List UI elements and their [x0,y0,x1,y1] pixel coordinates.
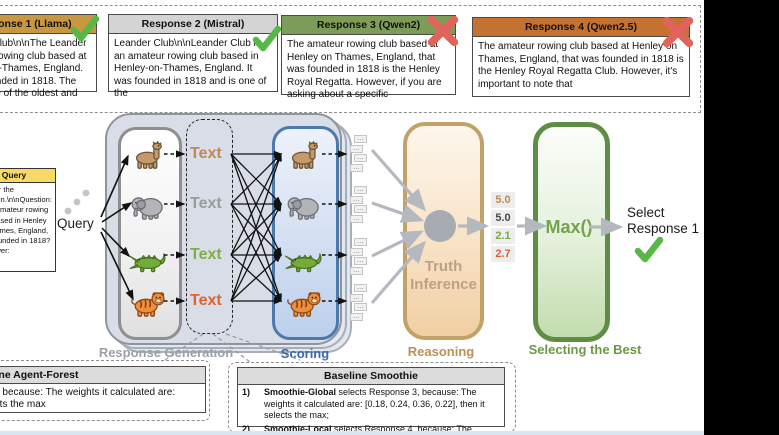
ellipsis-chip: ... [350,214,363,223]
smoothie-global-item: 1) Smoothie-Global selects Response 3, b… [238,387,504,422]
screen-black-band [704,0,779,435]
score-mistral: 5.0 [491,210,515,226]
text-label-qwen25: Text [190,292,222,309]
text-label-qwen2: Text [190,246,222,263]
agent-forest-title: Baseline Agent-Forest [0,367,205,384]
response-3-title: Response 3 (Qwen2) [282,16,455,35]
cross-icon [662,16,694,48]
ellipsis-chip: ... [350,247,363,256]
stage-label-scoring: Scoring [280,346,330,361]
ellipsis-chip: ... [354,135,367,143]
check-icon [70,15,100,42]
query-box-body: Answer the question.\n\nQuestion: What a… [0,185,52,256]
truth-inference-label: Truth Inference [410,258,477,293]
check-icon [634,236,664,263]
stage-label-response-generation: Response Generation [98,345,234,360]
ellipsis-chip: ... [350,163,363,172]
response-card-1: Response 1 (Llama) Leander Club\n\nThe L… [0,14,100,99]
ellipsis-chip: ... [354,257,367,265]
ellipsis-chip: ... [350,266,363,275]
query-box-title: Query [0,169,55,183]
responses-dashed-container [0,5,701,113]
bottom-edge-strip [0,431,704,435]
item-number: 2) [242,423,251,434]
smoothie-title: Baseline Smoothie [238,368,504,385]
ellipsis-chip: ... [350,312,363,321]
score-qwen2: 2.1 [491,228,515,244]
score-chip-stack-1: ... ... ... ... [350,135,370,175]
ellipsis-chip: ... [354,238,367,246]
crocodile-icon [129,253,166,273]
smoothie-local-item: 2) Smoothie-Local selects Response 4, be… [238,424,504,435]
response-2-title: Response 2 (Mistral) [109,15,277,34]
stage-label-reasoning: Reasoning [407,344,475,359]
ellipsis-chip: ... [354,205,367,213]
score-chip-stack-3: ... ... ... ... [350,238,370,278]
item-text: Smoothie-Local selects Response 4, becau… [264,423,472,434]
response-2-body: Leander Club\n\nLeander Club is an amate… [114,38,267,100]
elephant-icon [287,197,319,220]
response-3-body: The amateur rowing club based at Henley … [287,39,442,101]
truth-inference-box [403,122,484,340]
ellipsis-chip: ... [354,154,367,162]
tiger-icon [131,292,165,317]
text-label-mistral: Text [190,195,222,212]
ellipsis-chip: ... [350,144,363,153]
query-prompt-box: Query Answer the question.\n\nQuestion: … [0,168,56,272]
response-card-3: Response 3 (Qwen2) The amateur rowing cl… [281,15,459,100]
query-label: Query [57,216,94,231]
score-llama: 5.0 [491,192,515,208]
final-selection-label: Select Response 1 [627,205,700,236]
score-chip-stack-4: ... ... ... ... [350,284,370,324]
response-1-body: Leander Club\n\nThe Leander Club is a ro… [0,38,87,100]
crocodile-icon [285,253,322,273]
baseline-agent-forest-card: Baseline Agent-Forest Agent-Forest selec… [0,366,206,413]
ellipsis-chip: ... [350,293,363,302]
text-label-llama: Text [190,145,222,162]
agent-forest-body: Agent-Forest selects Response 4, because… [0,387,176,411]
item-text: Smoothie-Global selects Response 3, beca… [264,387,485,421]
response-4-body: The amateur rowing club based at Henley … [478,41,684,90]
inferred-scores: 5.0 5.0 2.1 2.7 [491,192,515,262]
max-function-label: Max() [545,217,593,237]
score-chip-stack-2: ... ... ... ... [350,186,370,226]
query-dots [64,189,90,215]
ellipsis-chip: ... [350,195,363,204]
llama-icon [135,141,162,169]
response-4-title: Response 4 (Qwen2.5) [473,18,689,37]
score-qwen25: 2.7 [491,246,515,262]
stage-label-selecting-best: Selecting the Best [528,342,642,357]
tiger-icon [287,292,321,317]
item-number: 1) [242,387,251,397]
baseline-smoothie-card: Baseline Smoothie 1) Smoothie-Global sel… [237,367,505,434]
ellipsis-chip: ... [354,284,367,292]
llama-icon [291,141,318,169]
elephant-icon [131,197,163,220]
ellipsis-chip: ... [354,303,367,311]
cross-icon [427,15,459,47]
ellipsis-chip: ... [354,186,367,194]
response-card-2: Response 2 (Mistral) Leander Club\n\nLea… [108,14,282,99]
response-card-4: Response 4 (Qwen2.5) The amateur rowing … [472,16,694,97]
check-icon [252,25,282,52]
agent-forest-dashed-container [0,360,210,421]
